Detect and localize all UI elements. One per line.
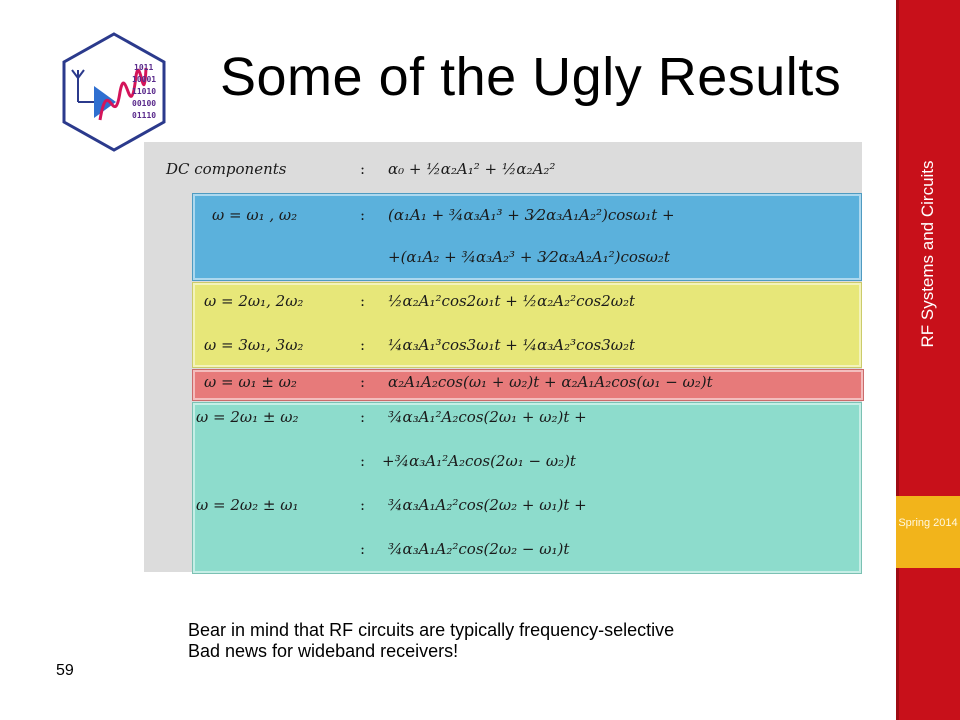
- term-label: Spring 2014: [898, 517, 958, 529]
- equation-colon: :: [360, 408, 366, 426]
- equation-lhs: ω = 2ω₁, 2ω₂: [204, 292, 304, 310]
- logo-bits-2: 10001: [132, 75, 156, 84]
- equation-colon: :: [360, 160, 366, 178]
- equation-lhs: ω = 3ω₁, 3ω₂: [204, 336, 304, 354]
- caption-line: Bad news for wideband receivers!: [188, 641, 459, 661]
- logo-bits-3: 11010: [132, 87, 156, 96]
- equation-lhs: ω = 2ω₁ ± ω₂: [196, 408, 299, 426]
- equation-rhs: +¾α₃A₁²A₂cos(2ω₁ − ω₂)t: [382, 452, 576, 470]
- caption-line: Bear in mind that RF circuits are typica…: [188, 620, 675, 640]
- highlight-fundamental: [192, 193, 862, 281]
- equation-lhs: DC components: [166, 160, 287, 178]
- course-logo: 1011 10001 11010 00100 01110: [60, 32, 168, 152]
- equation-rhs: α₂A₁A₂cos(ω₁ + ω₂)t + α₂A₁A₂cos(ω₁ − ω₂)…: [388, 373, 713, 391]
- equation-rhs: ¼α₃A₁³cos3ω₁t + ¼α₃A₂³cos3ω₂t: [388, 336, 636, 354]
- equation-colon: :: [360, 373, 366, 391]
- highlight-third-order-intermod: [192, 402, 862, 574]
- equation-rhs: ½α₂A₁²cos2ω₁t + ½α₂A₂²cos2ω₂t: [388, 292, 636, 310]
- equation-lhs: ω = ω₁ ± ω₂: [204, 373, 297, 391]
- sidebar-edge: [896, 0, 899, 720]
- logo-bits-5: 01110: [132, 111, 156, 120]
- equation-rhs: α₀ + ½α₂A₁² + ½α₂A₂²: [388, 160, 556, 178]
- equation-lhs: ω = 2ω₂ ± ω₁: [196, 496, 299, 514]
- highlight-second-order-intermod: [192, 369, 864, 401]
- logo-bits-1: 1011: [134, 63, 153, 72]
- equation-rhs: ¾α₃A₁A₂²cos(2ω₂ + ω₁)t +: [388, 496, 587, 514]
- equation-colon: :: [360, 452, 366, 470]
- equation-colon: :: [360, 540, 366, 558]
- equation-rhs: (α₁A₁ + ¾α₃A₁³ + 3⁄2α₃A₁A₂²)cosω₁t +: [388, 206, 675, 224]
- course-label: RF Systems and Circuits: [918, 160, 937, 348]
- highlight-harmonics: [192, 282, 862, 368]
- course-sidebar: [896, 0, 960, 720]
- logo-bits-4: 00100: [132, 99, 156, 108]
- equation-colon: :: [360, 336, 366, 354]
- equation-rhs: +(α₁A₂ + ¾α₃A₂³ + 3⁄2α₃A₂A₁²)cosω₂t: [388, 248, 670, 266]
- equation-colon: :: [360, 206, 366, 224]
- equation-colon: :: [360, 496, 366, 514]
- slide-caption: Bear in mind that RF circuits are typica…: [188, 620, 674, 662]
- equation-colon: :: [360, 292, 366, 310]
- equation-lhs: ω = ω₁ , ω₂: [212, 206, 298, 224]
- slide-title: Some of the Ugly Results: [220, 47, 842, 107]
- equation-row-dc: DC components: [166, 160, 286, 178]
- equation-rhs: ¾α₃A₁A₂²cos(2ω₂ − ω₁)t: [388, 540, 570, 558]
- term-tab: Spring 2014: [896, 496, 960, 568]
- equation-rhs: ¾α₃A₁²A₂cos(2ω₁ + ω₂)t +: [388, 408, 587, 426]
- page-number: 59: [56, 662, 74, 679]
